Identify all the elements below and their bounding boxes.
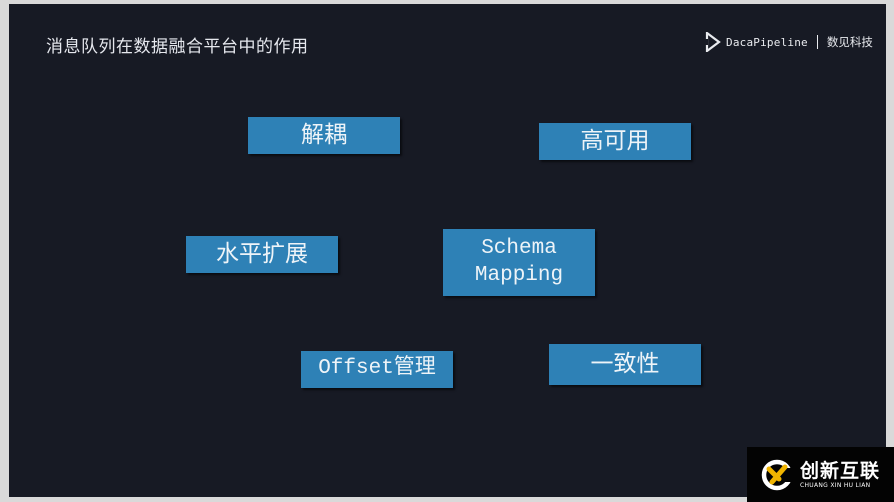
card-decoupling: 解耦 — [248, 117, 400, 154]
brand-company: 数见科技 — [826, 35, 873, 49]
watermark-name-cn: 创新互联 — [800, 459, 881, 482]
card-label: 水平扩展 — [216, 241, 308, 268]
card-offset-management: Offset管理 — [301, 351, 453, 388]
card-high-availability: 高可用 — [539, 123, 691, 160]
card-consistency: 一致性 — [549, 344, 701, 385]
card-label: 解耦 — [301, 122, 347, 149]
card-label: 一致性 — [590, 351, 660, 378]
brand-divider — [816, 35, 818, 49]
cx-logo-icon — [761, 459, 794, 490]
slide-title: 消息队列在数据融合平台中的作用 — [46, 37, 309, 57]
slide: 消息队列在数据融合平台中的作用 DacaPipeline 数见科技 解耦 高可用… — [9, 4, 886, 497]
watermark-name-en: CHUANG XIN HU LIAN — [800, 481, 871, 489]
card-schema-mapping: Schema Mapping — [443, 229, 595, 296]
card-label: Schema Mapping — [474, 237, 564, 287]
play-outline-icon — [705, 32, 721, 52]
card-label: 高可用 — [580, 128, 650, 155]
card-horizontal-scaling: 水平扩展 — [186, 236, 338, 273]
watermark-logo: 创新互联 CHUANG XIN HU LIAN — [747, 447, 894, 502]
brand-name: DacaPipeline — [726, 35, 808, 49]
brand-header: DacaPipeline 数见科技 — [705, 31, 873, 53]
card-label: Offset管理 — [318, 357, 436, 381]
